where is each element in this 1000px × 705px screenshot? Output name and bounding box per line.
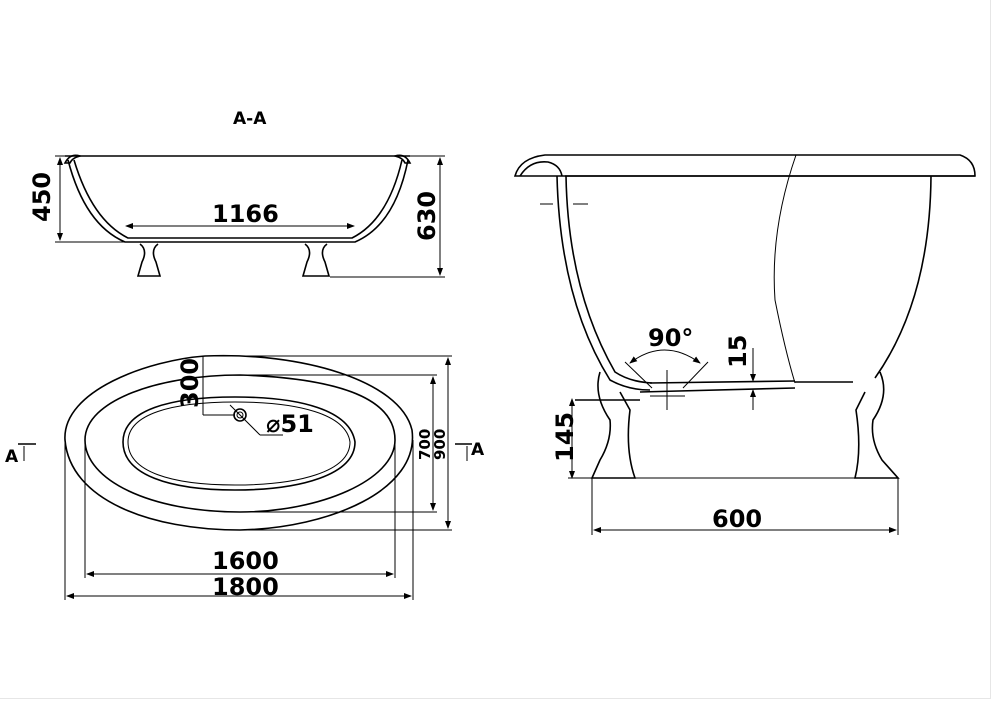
dimension-angle-90: 90° (624, 324, 709, 389)
dimension-1800: 1800 (64, 440, 414, 601)
dimension-300: 300 (176, 355, 235, 416)
dimension-700: 700 (240, 374, 437, 513)
svg-text:A: A (5, 447, 19, 467)
dimension-630: 630 (330, 155, 445, 278)
dimension-450: 450 (28, 155, 125, 243)
svg-text:450: 450 (28, 172, 56, 222)
svg-text:700: 700 (416, 429, 434, 460)
svg-text:630: 630 (413, 191, 441, 241)
dimension-600: 600 (591, 478, 899, 535)
svg-text:90°: 90° (648, 324, 693, 352)
svg-text:1800: 1800 (212, 573, 279, 601)
plan-view (64, 354, 414, 531)
dimension-900: 900 (205, 355, 452, 531)
section-title: A-A (233, 109, 267, 129)
section-marker-left: A (5, 443, 36, 467)
svg-text:A: A (471, 440, 485, 460)
svg-text:600: 600 (712, 505, 762, 533)
svg-text:300: 300 (176, 358, 204, 408)
section-marker-right: A (455, 440, 485, 461)
svg-text:145: 145 (551, 412, 579, 462)
svg-text:15: 15 (724, 335, 752, 368)
dimension-145: 145 (551, 398, 898, 479)
dimension-1600: 1600 (84, 440, 396, 578)
section-aa-view (63, 154, 412, 277)
svg-text:1600: 1600 (212, 547, 279, 575)
dimension-drain-diameter: ⌀51 (229, 404, 314, 438)
svg-text:1166: 1166 (212, 200, 279, 228)
dimension-15: 15 (724, 335, 756, 410)
dimension-1166: 1166 (125, 200, 355, 229)
svg-text:⌀51: ⌀51 (266, 410, 314, 438)
side-section-view (513, 154, 976, 479)
svg-text:900: 900 (431, 429, 449, 460)
